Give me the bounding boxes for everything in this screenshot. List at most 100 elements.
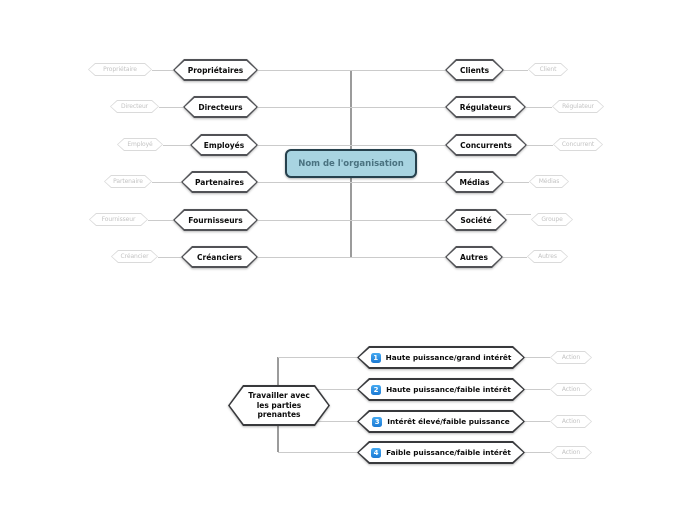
connector-line (504, 70, 528, 71)
priority-1-badge: 1 (370, 352, 381, 363)
node-label: Propriétaires (187, 65, 244, 75)
node-travailler-root[interactable]: Travailler avec les parties prenantes (228, 385, 330, 426)
node-fournisseur[interactable]: Fournisseur (89, 213, 148, 226)
node-regulateur[interactable]: Régulateur (552, 100, 604, 113)
node-concurrents[interactable]: Concurrents (445, 134, 527, 156)
branch-label: Haute puissance/faible intérêt (386, 385, 511, 394)
node-label: Directeur (120, 103, 149, 110)
node-action-3[interactable]: Action (550, 415, 592, 428)
branch-label: Intérêt élevé/faible puissance (387, 417, 510, 426)
node-creanciers[interactable]: Créanciers (181, 246, 258, 268)
node-directeur[interactable]: Directeur (110, 100, 159, 113)
connector-line (525, 452, 550, 453)
connector-line (278, 452, 357, 453)
node-label: Médias (459, 177, 490, 187)
row-line (258, 257, 445, 258)
node-haute-puissance-grand-interet[interactable]: 1 Haute puissance/grand intérêt (357, 346, 525, 369)
node-label: Concurrent (561, 141, 595, 148)
node-autres[interactable]: Autres (445, 246, 503, 268)
node-label: Fournisseur (101, 216, 136, 223)
connector-line (152, 70, 173, 71)
branch-label: Faible puissance/faible intérêt (386, 448, 511, 457)
node-medias[interactable]: Médias (445, 171, 504, 193)
node-label: Régulateur (562, 103, 594, 110)
node-label: Groupe (541, 216, 563, 223)
connector-line (152, 182, 181, 183)
branch-label: Haute puissance/grand intérêt (385, 353, 512, 362)
node-label: Clients (459, 65, 490, 75)
node-directeurs[interactable]: Directeurs (183, 96, 258, 118)
node-label: Autres (538, 253, 557, 260)
node-client[interactable]: Client (528, 63, 568, 76)
connector-line (158, 257, 181, 258)
node-label: Concurrents (460, 140, 512, 150)
node-proprietaire[interactable]: Propriétaire (88, 63, 152, 76)
node-creancier[interactable]: Créancier (111, 250, 158, 263)
node-label: Employé (127, 141, 153, 148)
node-label: Client (539, 66, 557, 73)
node-label: Employés (203, 140, 245, 150)
node-label: Société (460, 215, 492, 225)
node-label: Médias (538, 178, 560, 185)
node-label: Autres (460, 252, 488, 262)
node-employes[interactable]: Employés (190, 134, 258, 156)
connector-line (503, 257, 527, 258)
node-label: Régulateurs (459, 102, 512, 112)
node-partenaire[interactable]: Partenaire (104, 175, 152, 188)
node-label: Action (561, 418, 581, 425)
connector-line (148, 220, 173, 221)
node-haute-puissance-faible-interet[interactable]: 2 Haute puissance/faible intérêt (357, 378, 525, 401)
node-clients[interactable]: Clients (445, 59, 504, 81)
node-groupe[interactable]: Groupe (531, 213, 573, 226)
node-label: 2 Haute puissance/faible intérêt (357, 378, 525, 401)
node-label: Action (561, 386, 581, 393)
node-organisation-root[interactable]: Nom de l'organisation (285, 149, 417, 178)
row-line (258, 70, 445, 71)
node-label: 1 Haute puissance/grand intérêt (357, 346, 525, 369)
node-employe[interactable]: Employé (117, 138, 163, 151)
connector-line (525, 389, 550, 390)
row-line (258, 145, 445, 146)
row-line (258, 220, 445, 221)
node-label: Fournisseurs (188, 215, 243, 225)
row-line (258, 182, 445, 183)
node-fournisseurs[interactable]: Fournisseurs (173, 209, 258, 231)
node-label: Directeurs (198, 102, 243, 112)
node-partenaires[interactable]: Partenaires (181, 171, 258, 193)
node-label: Créancier (120, 253, 149, 260)
node-action-2[interactable]: Action (550, 383, 592, 396)
root-line-2: les parties (256, 400, 302, 410)
connector-line (525, 357, 550, 358)
priority-3-badge: 3 (372, 416, 383, 427)
node-label: Travailler avec les parties prenantes (228, 385, 330, 426)
root-line-1: Travailler avec (248, 391, 310, 401)
connector-line (525, 421, 550, 422)
node-label: Action (561, 449, 581, 456)
connector-line (506, 213, 531, 215)
node-faible-puissance-faible-interet[interactable]: 4 Faible puissance/faible intérêt (357, 441, 525, 464)
row-line (258, 107, 445, 108)
node-interet-eleve-faible-puissance[interactable]: 3 Intérêt élevé/faible puissance (357, 410, 525, 433)
connector-line (278, 357, 357, 358)
connector-line (159, 107, 183, 108)
node-label: Partenaires (195, 177, 244, 187)
node-autres-sub[interactable]: Autres (527, 250, 568, 263)
node-label: Action (561, 354, 581, 361)
priority-2-badge: 2 (371, 384, 382, 395)
node-action-4[interactable]: Action (550, 446, 592, 459)
node-label: Créanciers (197, 252, 242, 262)
node-regulateurs[interactable]: Régulateurs (445, 96, 526, 118)
node-label: 3 Intérêt élevé/faible puissance (357, 410, 525, 433)
root-line-3: prenantes (257, 410, 301, 420)
node-concurrent[interactable]: Concurrent (553, 138, 603, 151)
node-label: Partenaire (113, 178, 143, 185)
node-medias-sub[interactable]: Médias (529, 175, 569, 188)
node-label: Propriétaire (103, 66, 137, 73)
node-action-1[interactable]: Action (550, 351, 592, 364)
node-proprietaires[interactable]: Propriétaires (173, 59, 258, 81)
priority-4-badge: 4 (371, 447, 382, 458)
node-societe[interactable]: Société (445, 209, 507, 231)
connector-line (504, 182, 529, 183)
connector-line (527, 145, 553, 146)
